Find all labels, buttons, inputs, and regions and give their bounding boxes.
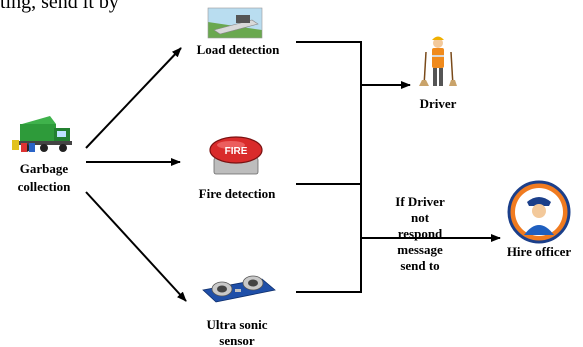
node-hire-officer-label: Hire officer — [506, 244, 572, 259]
condition-line-3: respond — [397, 226, 443, 241]
cropped-caption-text: ting, send it by — [0, 0, 119, 13]
node-garbage-collection-label: Garbage collection — [4, 160, 84, 196]
driver-icon — [419, 36, 457, 87]
garbage-collection-line-1: Garbage — [19, 161, 69, 176]
node-ultrasonic-sensor-label: Ultra sonic sensor — [182, 317, 292, 347]
condition-line-5: send to — [400, 258, 440, 273]
node-driver-label: Driver — [419, 96, 457, 111]
ultrasonic-sensor-icon — [202, 275, 276, 303]
condition-line-4: message — [397, 242, 443, 257]
garbage-truck-icon — [12, 116, 72, 152]
node-fire-detection-label: Fire detection — [198, 186, 276, 201]
ultrasonic-sensor-line-2: sensor — [219, 333, 255, 347]
condition-line-2: not — [410, 210, 430, 225]
fire-button-text: FIRE — [225, 146, 248, 157]
arrow-to-load-detection — [85, 47, 182, 149]
node-load-detection-label: Load detection — [196, 42, 280, 57]
officer-badge-icon — [507, 180, 571, 244]
garbage-collection-line-2: collection — [17, 179, 71, 194]
condition-line-1: If Driver — [395, 194, 445, 209]
condition-text: If Driver not respond message send to — [376, 194, 464, 274]
load-scene-icon — [207, 7, 263, 39]
arrow-to-ultrasonic-sensor — [85, 191, 187, 302]
fire-button-icon: FIRE — [209, 136, 263, 175]
ultrasonic-sensor-line-1: Ultra sonic — [206, 317, 268, 332]
